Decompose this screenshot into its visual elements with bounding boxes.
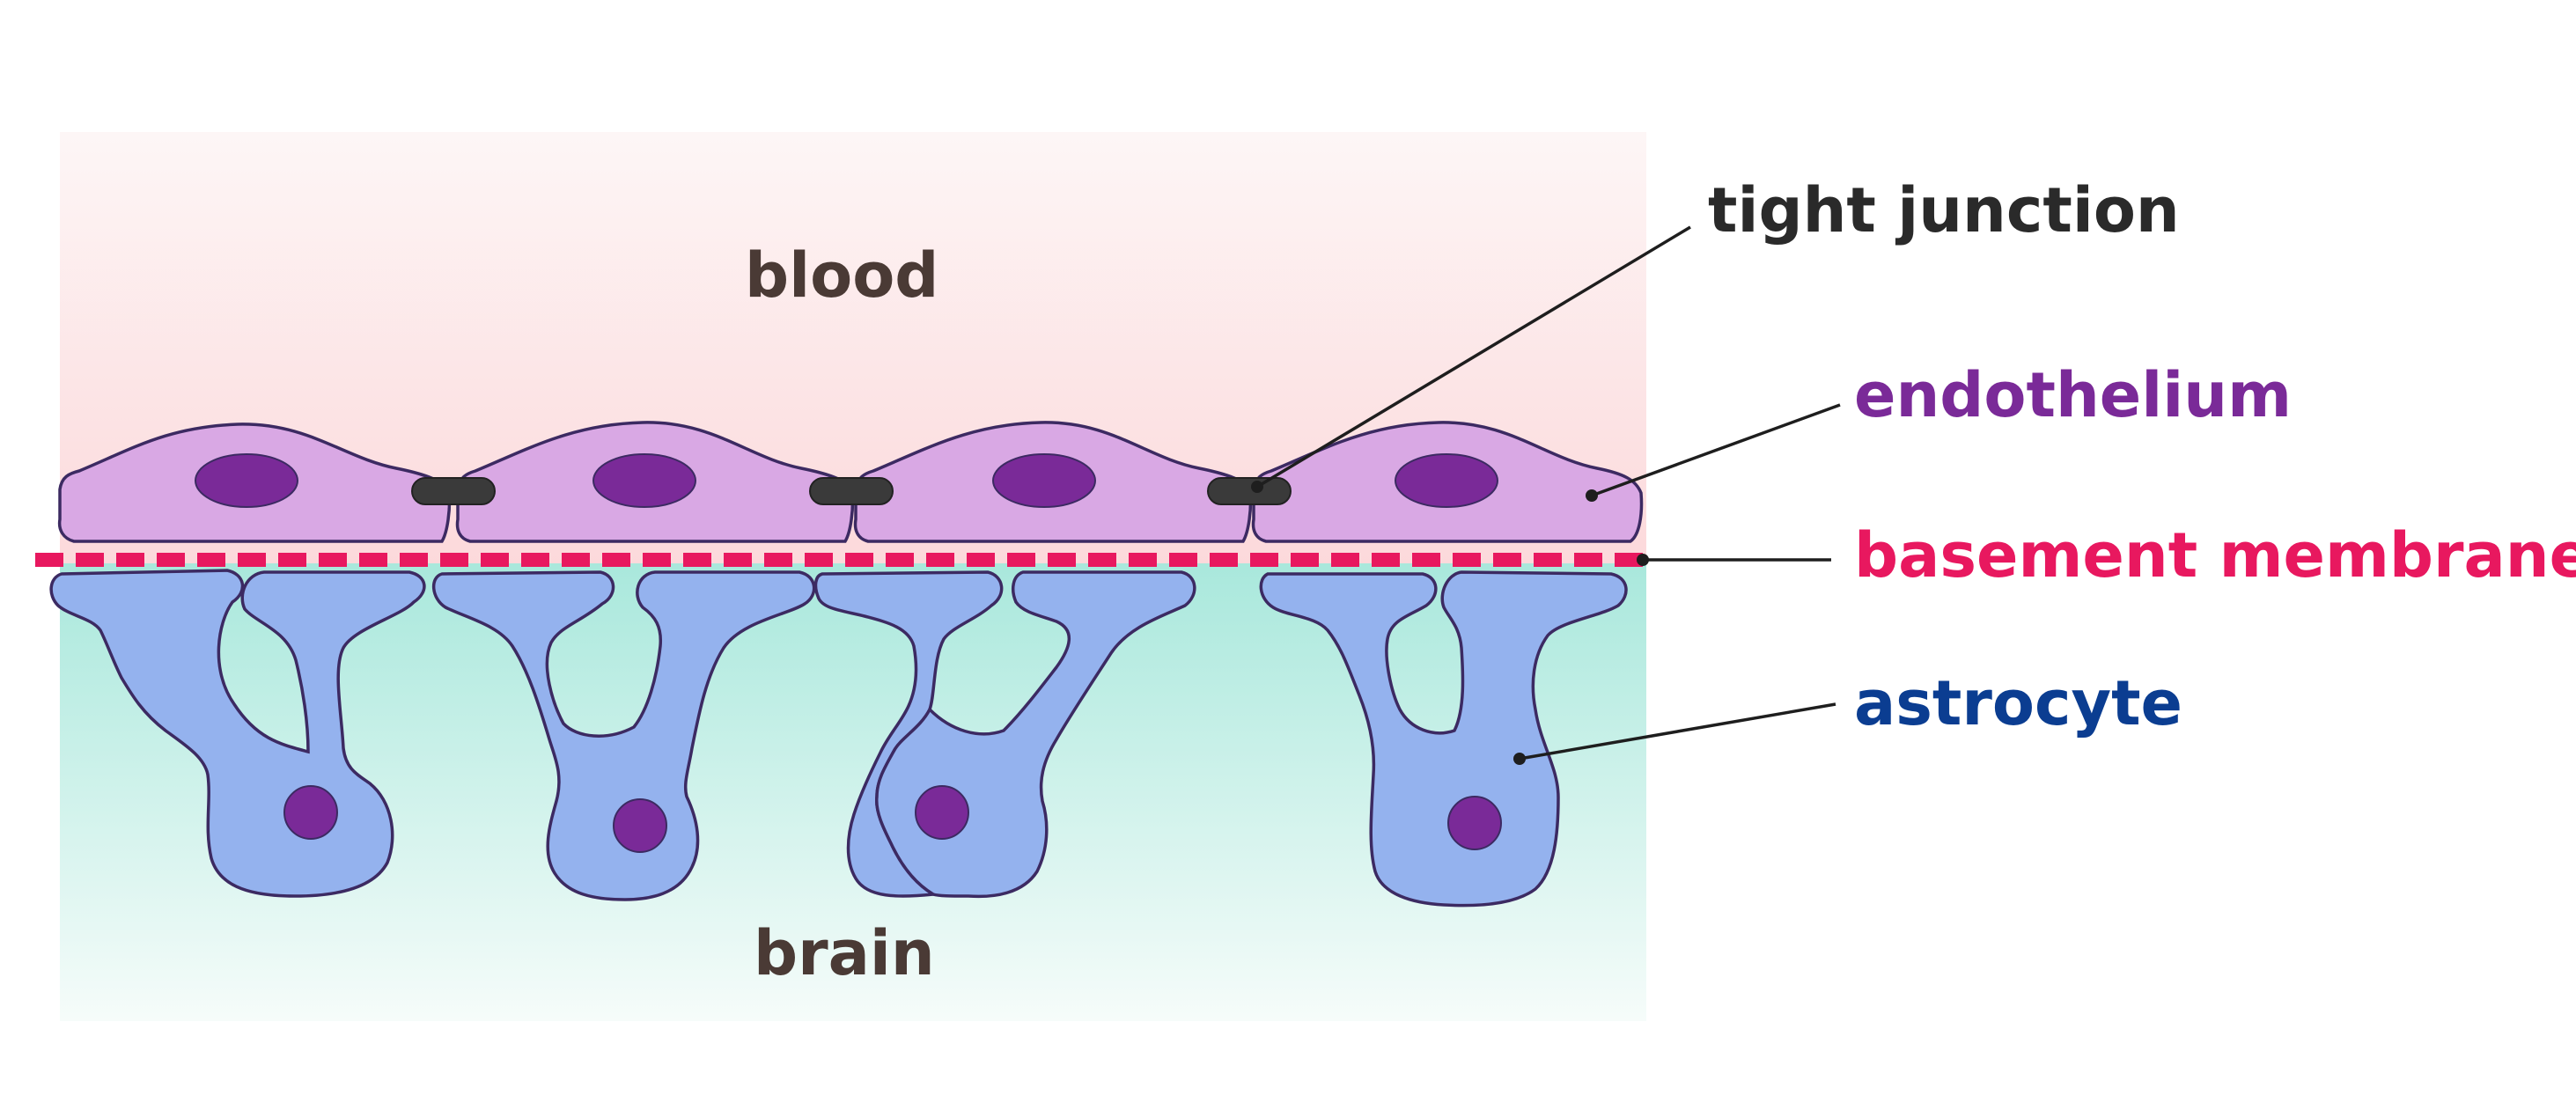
tight-junction-leader-line xyxy=(1256,225,1691,489)
tight-junction-3 xyxy=(1207,477,1292,505)
astrocyte-leader-dot xyxy=(1513,753,1526,765)
basement-membrane-leader-dot xyxy=(1637,554,1649,566)
tight-junction-leader-dot xyxy=(1251,481,1263,493)
astrocyte-nucleus xyxy=(1447,796,1502,850)
astrocyte-nucleus xyxy=(613,798,667,853)
endothelial-cell-3 xyxy=(853,421,1253,543)
endothelial-nucleus xyxy=(195,453,298,508)
endothelium-leader-dot xyxy=(1586,489,1598,502)
astrocyte-2 xyxy=(432,570,816,901)
astrocyte-4 xyxy=(1259,570,1628,908)
astrocyte-1 xyxy=(49,569,426,898)
astrocyte-nucleus xyxy=(915,785,969,840)
astrocyte-3 xyxy=(813,570,1196,899)
blood-region-label: blood xyxy=(745,239,939,312)
endothelial-cell-2 xyxy=(455,421,855,543)
basement-membrane-label: basement membrane xyxy=(1854,519,2576,592)
astrocyte-label: astrocyte xyxy=(1854,667,2183,739)
tight-junction-1 xyxy=(411,477,496,505)
endothelial-nucleus xyxy=(992,453,1096,508)
astrocyte-nucleus xyxy=(283,785,338,840)
endothelium-leader-line xyxy=(1591,403,1841,497)
endothelial-cell-4 xyxy=(1251,421,1644,543)
tight-junction-2 xyxy=(809,477,894,505)
astrocyte-leader-line xyxy=(1519,702,1836,761)
brain-region-label: brain xyxy=(754,917,935,989)
endothelial-nucleus xyxy=(592,453,696,508)
tight-junction-label: tight junction xyxy=(1708,174,2180,246)
endothelial-nucleus xyxy=(1395,453,1498,508)
endothelial-cell-1 xyxy=(57,423,452,543)
leader-lines xyxy=(1251,225,1841,765)
endothelium-label: endothelium xyxy=(1854,359,2293,431)
